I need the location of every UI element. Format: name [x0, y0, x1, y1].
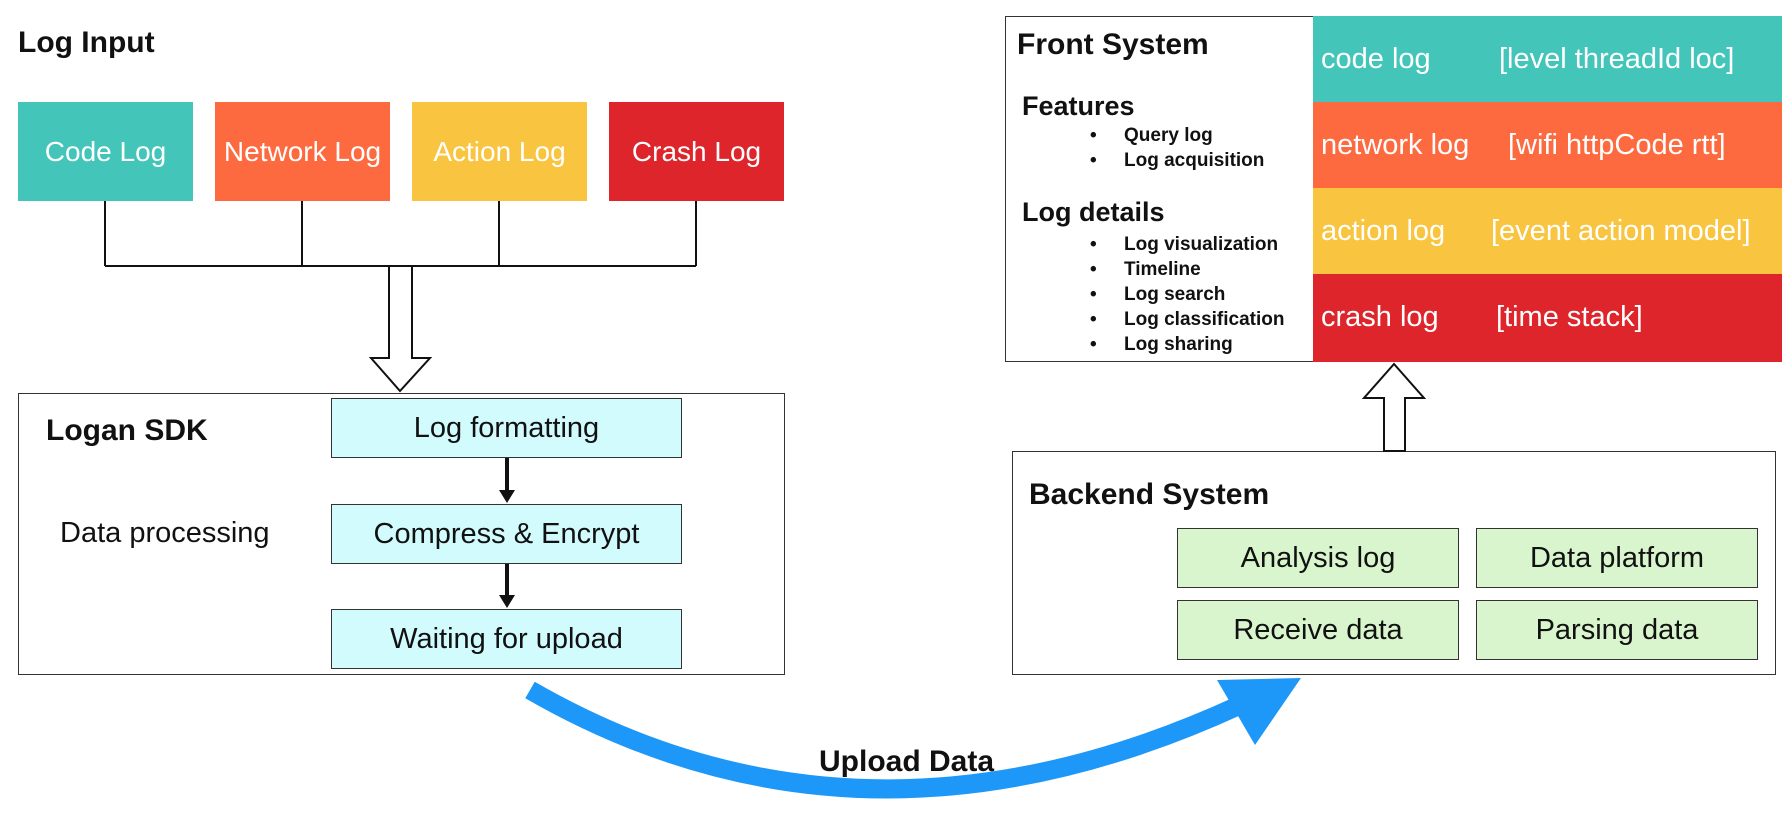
crash-log-box[interactable]: Crash Log: [609, 102, 784, 201]
log-input-title: Log Input: [18, 26, 155, 59]
upload-data-label: Upload Data: [819, 745, 995, 778]
code-log-label: Code Log: [44, 135, 167, 167]
bullet-icon: •: [1090, 150, 1097, 171]
waiting-upload-label: Waiting for upload: [390, 622, 623, 655]
hollow-up-arrow-icon: [1361, 362, 1427, 452]
logan-sdk-title: Logan SDK: [46, 414, 208, 447]
features-title: Features: [1022, 91, 1135, 121]
bullet-icon: •: [1090, 334, 1097, 355]
log-formatting-label: Log formatting: [413, 411, 600, 444]
upload-arrow-icon: [525, 681, 1244, 799]
feature-query-log[interactable]: •Query log: [1090, 125, 1213, 146]
network-log-box[interactable]: Network Log: [215, 102, 390, 201]
network-log-name: network log: [1321, 129, 1470, 161]
code-log-name: code log: [1321, 43, 1431, 75]
detail-timeline[interactable]: •Timeline: [1090, 259, 1201, 280]
crash-log-strip[interactable]: crash log [time stack]: [1313, 274, 1782, 362]
analysis-log-label: Analysis log: [1240, 541, 1396, 574]
parsing-data-box[interactable]: Parsing data: [1476, 600, 1758, 660]
analysis-log-box[interactable]: Analysis log: [1177, 528, 1459, 588]
data-platform-box[interactable]: Data platform: [1476, 528, 1758, 588]
bullet-icon: •: [1090, 259, 1097, 280]
bullet-icon: •: [1090, 309, 1097, 330]
bullet-icon: •: [1090, 234, 1097, 255]
receive-data-label: Receive data: [1233, 613, 1403, 646]
arrow-down-icon: [499, 490, 515, 503]
arrow-down-icon: [499, 595, 515, 608]
detail-log-sharing[interactable]: •Log sharing: [1090, 334, 1233, 355]
bullet-icon: •: [1090, 284, 1097, 305]
data-processing-label: Data processing: [60, 517, 270, 549]
compress-encrypt-label: Compress & Encrypt: [373, 517, 640, 550]
log-formatting-step[interactable]: Log formatting: [331, 398, 682, 458]
step-arrows: [499, 458, 515, 608]
detail-log-classification[interactable]: •Log classification: [1090, 309, 1285, 330]
crash-log-name: crash log: [1321, 301, 1439, 333]
bullet-icon: •: [1090, 125, 1097, 146]
code-log-fields: [level threadId loc]: [1499, 43, 1735, 75]
crash-log-label: Crash Log: [631, 135, 762, 167]
crash-log-fields: [time stack]: [1496, 301, 1643, 333]
action-log-fields: [event action model]: [1491, 215, 1751, 247]
log-details-title: Log details: [1022, 197, 1165, 227]
network-log-label: Network Log: [223, 135, 382, 167]
receive-data-box[interactable]: Receive data: [1177, 600, 1459, 660]
features-list: •Query log •Log acquisition: [1090, 123, 1264, 173]
network-log-fields: [wifi httpCode rtt]: [1508, 129, 1726, 161]
detail-log-search[interactable]: •Log search: [1090, 284, 1226, 305]
upload-arrowhead-icon: [1217, 678, 1301, 745]
action-log-label: Action Log: [433, 135, 566, 167]
waiting-upload-step[interactable]: Waiting for upload: [331, 609, 682, 669]
action-log-strip[interactable]: action log [event action model]: [1313, 188, 1782, 274]
action-log-name: action log: [1321, 215, 1446, 247]
backend-system-title: Backend System: [1029, 478, 1270, 511]
hollow-down-arrow-icon: [368, 265, 433, 393]
front-system-title: Front System: [1017, 28, 1209, 61]
log-input-bracket: [104, 201, 697, 267]
parsing-data-label: Parsing data: [1535, 613, 1699, 646]
action-log-box[interactable]: Action Log: [412, 102, 587, 201]
log-details-list: •Log visualization •Timeline •Log search…: [1090, 232, 1284, 357]
data-platform-label: Data platform: [1529, 541, 1705, 574]
compress-encrypt-step[interactable]: Compress & Encrypt: [331, 504, 682, 564]
code-log-strip[interactable]: code log [level threadId loc]: [1313, 16, 1782, 102]
code-log-box[interactable]: Code Log: [18, 102, 193, 201]
network-log-strip[interactable]: network log [wifi httpCode rtt]: [1313, 102, 1782, 188]
feature-log-acquisition[interactable]: •Log acquisition: [1090, 150, 1265, 171]
detail-log-visualization[interactable]: •Log visualization: [1090, 234, 1279, 255]
